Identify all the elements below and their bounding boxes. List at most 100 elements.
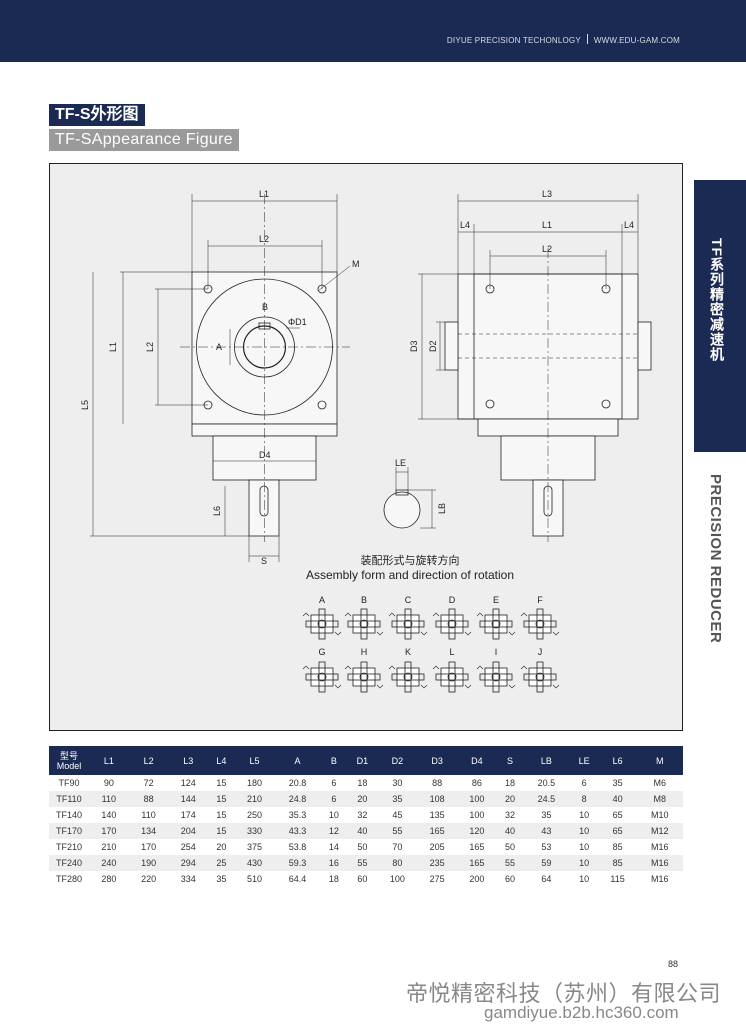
side-right-shaft [637,321,652,371]
value-cell: 140 [101,810,117,820]
value-cell: 165 [469,842,485,852]
value-cell: 53 [541,842,552,852]
assembly-form-part [492,608,500,640]
value-cell: 6 [581,778,587,788]
assembly-form-part [440,667,464,687]
value-cell: 20.5 [537,778,556,788]
value-cell: 200 [469,874,485,884]
value-cell: 53.8 [288,842,307,852]
label-L4-right: L4 [624,220,634,230]
header-model: 型号 Model [49,746,89,775]
assembly-form-part [520,612,528,617]
value-cell: 165 [417,823,457,839]
header-col: LB [523,746,570,775]
assembly-form-part [305,620,339,628]
shaft-section [383,467,436,529]
assembly-form-icon [344,661,384,693]
assembly-form-part [388,665,396,670]
header-col: A [274,746,321,775]
assembly-form-part [523,620,557,628]
value-cell: 294 [168,855,209,871]
assembly-form-part [360,661,368,693]
assembly-form-part [508,684,516,689]
assembly-form-part [317,672,327,682]
value-cell: 144 [168,791,209,807]
label-L1-left: L1 [108,342,118,352]
shaft-section-circle [383,491,421,529]
assembly-form-part [391,620,425,628]
value-cell: 18 [504,778,515,788]
assembly-form-label: H [361,647,368,657]
front-shaft-key [259,485,269,517]
label-LE: LE [395,458,406,468]
model-cell: TF110 [49,791,89,807]
label-L2-left: L2 [145,342,155,352]
value-cell: 20 [496,791,524,807]
assembly-form-part [396,614,420,634]
value-cell: 32 [357,810,368,820]
assembly-form-part [376,631,384,636]
value-cell: 15 [216,778,227,788]
header-col: L5 [234,746,275,775]
assembly-form-part [376,684,384,689]
value-cell: 55 [377,823,418,839]
assembly-form-part [479,673,513,681]
assembly-form-part [391,673,425,681]
label-S: S [261,556,267,566]
assembly-form-part [535,619,545,629]
assembly-form-label: D [449,595,456,605]
value-cell: 35 [216,874,227,884]
value-cell: 220 [141,874,157,884]
value-cell: 110 [89,791,129,807]
value-cell: 205 [429,842,445,852]
value-cell: 110 [141,810,156,820]
value-cell: 80 [377,855,418,871]
value-cell: 18 [357,778,368,788]
label-A: A [216,342,222,352]
assembly-form-label: F [537,595,543,605]
assembly-form-part [420,684,428,689]
technical-drawing: L1 L2 M B A ΦD1 L1 L2 L5 D4 L6 S L3 L4 L… [49,163,683,731]
assembly-form-part [404,608,412,640]
value-cell: 250 [246,810,262,820]
value-cell: 15 [208,791,235,807]
assembly-form-part [318,608,326,640]
assembly-form-part [432,665,440,670]
value-cell: 10 [328,810,339,820]
value-cell: 6 [320,791,348,807]
label-L3: L3 [542,189,552,199]
side-tab-en: PRECISION REDUCER [707,474,724,644]
value-cell: M10 [651,810,669,820]
assembly-form-part [403,619,413,629]
label-M: M [352,259,360,269]
value-cell: 330 [234,823,275,839]
assembly-form-part [491,619,501,629]
header-col: S [496,746,524,775]
assembly-form-part [360,608,368,640]
value-cell: 43.3 [274,823,321,839]
value-cell: 170 [141,842,157,852]
value-cell: 59 [523,855,570,871]
assembly-form-icon [388,608,428,640]
header-col: D2 [377,746,418,775]
drawing-svg: L1 L2 M B A ΦD1 L1 L2 L5 D4 L6 S L3 L4 L… [80,189,652,693]
shaft-section-key [395,489,409,496]
assembly-form-part [347,673,381,681]
assembly-form-part [344,612,352,617]
value-cell: 10 [579,842,590,852]
side-bolt-br [601,399,611,409]
value-cell: 240 [89,855,129,871]
assembly-form-part [464,684,472,689]
value-cell: 18 [328,874,339,884]
value-cell: 108 [417,791,457,807]
assembly-form-part [435,673,469,681]
model-cell: TF140 [55,810,82,820]
value-cell: 10 [579,874,590,884]
value-cell: 25 [208,855,235,871]
footer-company-cn: 帝悦精密科技（苏州）有限公司 [406,981,722,1006]
